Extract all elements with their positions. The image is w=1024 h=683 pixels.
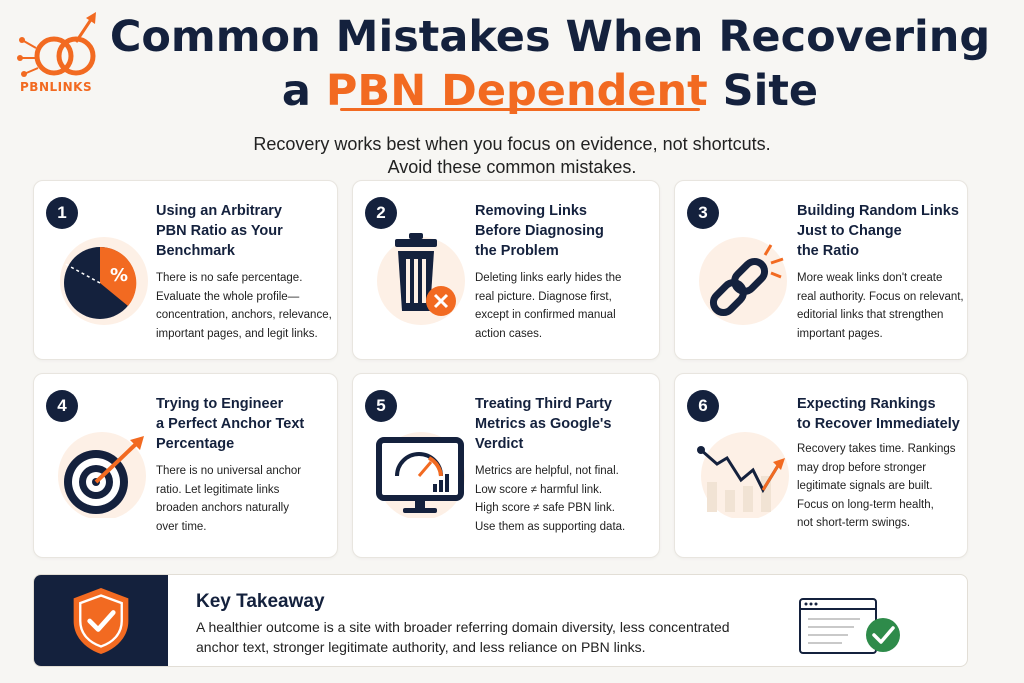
- mistake-card-4: 4 Trying to Engineer a Perfect Anchor Te…: [33, 373, 338, 558]
- pbnlinks-logo-icon: [17, 12, 96, 77]
- card-number: 4: [46, 390, 78, 422]
- takeaway-body-line: A healthier outcome is a site with broad…: [196, 619, 730, 635]
- card-title: Treating Third Party Metrics as Google's…: [475, 394, 660, 454]
- card-title-line: Treating Third Party: [475, 396, 612, 412]
- card-title-line: the Ratio: [797, 243, 860, 259]
- card-title-line: Trying to Engineer: [156, 396, 284, 412]
- title-underline: [340, 108, 700, 111]
- key-takeaway-panel: Key Takeaway A healthier outcome is a si…: [33, 574, 968, 667]
- card-body: Recovery takes time. Rankings may drop b…: [797, 440, 982, 533]
- title-prefix: a: [281, 66, 311, 116]
- browser-check-icon: [799, 598, 900, 654]
- card-title-line: Just to Change: [797, 223, 902, 239]
- card-body-line: More weak links don't create: [797, 272, 943, 284]
- title-suffix: Site: [722, 66, 819, 116]
- card-title: Removing Links Before Diagnosing the Pro…: [475, 201, 660, 261]
- card-title-line: Removing Links: [475, 203, 587, 219]
- card-body-line: Low score ≠ harmful link.: [475, 483, 603, 496]
- card-title: Expecting Rankings to Recover Immediatel…: [797, 394, 982, 434]
- mistake-card-1: 1 % Using an Arbitrary PBN Ratio as Your…: [33, 180, 338, 360]
- card-body-line: important pages.: [797, 327, 883, 340]
- card-body-line: important pages, and legit links.: [156, 327, 318, 340]
- card-title: Building Random Links Just to Change the…: [797, 201, 982, 261]
- card-body-line: Focus on long-term health,: [797, 498, 934, 511]
- mistake-card-6: 6 Expecting Rankings to Recover Immediat…: [674, 373, 968, 558]
- card-title: Using an Arbitrary PBN Ratio as Your Ben…: [156, 201, 341, 261]
- takeaway-sidebar: [34, 575, 168, 666]
- card-body: More weak links don't create real author…: [797, 269, 982, 343]
- card-body-line: editorial links that strengthen: [797, 309, 944, 321]
- card-body-line: High score ≠ safe PBN link.: [475, 502, 615, 514]
- card-body: There is no safe percentage. Evaluate th…: [156, 269, 341, 343]
- card-body: Metrics are helpful, not final. Low scor…: [475, 462, 660, 536]
- card-title-line: Percentage: [156, 436, 235, 452]
- subtitle-line-1: Recovery works best when you focus on ev…: [253, 134, 771, 154]
- card-body-line: broaden anchors naturally: [156, 502, 289, 514]
- card-body-line: action cases.: [475, 327, 543, 340]
- card-body-line: Metrics are helpful, not final.: [475, 465, 619, 477]
- mistake-card-2: 2 Removing Links Before Diagnosing the P…: [352, 180, 660, 360]
- mistake-card-5: 5 Treating Third Party Metrics as Google…: [352, 373, 660, 558]
- title-accent: PBN Dependent: [325, 66, 708, 116]
- logo-text: PBNLINKS: [20, 80, 93, 94]
- shield-check-icon: [73, 588, 129, 654]
- target-icon: [58, 432, 146, 518]
- broken-link-icon: [699, 237, 787, 325]
- card-body-line: concentration, anchors, relevance,: [156, 309, 332, 321]
- trash-icon: [377, 233, 465, 325]
- title-line-1: Common Mistakes When Recovering: [109, 12, 991, 62]
- card-body-line: Deleting links early hides the: [475, 272, 622, 284]
- title-line-2: a PBN Dependent Site: [100, 64, 1000, 118]
- card-number: 2: [365, 197, 397, 229]
- card-number: 3: [687, 197, 719, 229]
- card-body-line: Evaluate the whole profile—: [156, 290, 300, 303]
- card-number: 1: [46, 197, 78, 229]
- card-body-line: ratio. Let legitimate links: [156, 483, 280, 496]
- subtitle: Recovery works best when you focus on ev…: [0, 133, 1024, 179]
- card-title-line: Expecting Rankings: [797, 396, 936, 412]
- card-title-line: Metrics as Google's: [475, 416, 612, 432]
- card-title-line: Verdict: [475, 436, 524, 452]
- card-body-line: real authority. Focus on relevant,: [797, 290, 964, 303]
- card-body-line: There is no safe percentage.: [156, 272, 303, 284]
- trend-chart-icon: [697, 432, 789, 518]
- card-title-line: the Problem: [475, 243, 559, 259]
- takeaway-body: A healthier outcome is a site with broad…: [196, 617, 730, 657]
- card-body-line: real picture. Diagnose first,: [475, 290, 612, 303]
- card-title-line: Building Random Links: [797, 203, 959, 219]
- subtitle-line-2: Avoid these common mistakes.: [387, 157, 637, 177]
- card-number: 6: [687, 390, 719, 422]
- card-title-line: Using an Arbitrary: [156, 203, 282, 219]
- monitor-gauge-icon: [376, 432, 465, 518]
- card-title-line: Before Diagnosing: [475, 223, 604, 239]
- card-body-line: except in confirmed manual: [475, 309, 616, 321]
- card-body-line: may drop before stronger: [797, 461, 927, 474]
- card-body-line: over time.: [156, 520, 207, 533]
- card-body-line: Use them as supporting data.: [475, 520, 626, 533]
- card-title-line: to Recover Immediately: [797, 416, 960, 432]
- takeaway-body-line: anchor text, stronger legitimate authori…: [196, 639, 646, 655]
- page-title: Common Mistakes When Recovering a PBN De…: [100, 10, 1000, 118]
- card-body: There is no universal anchor ratio. Let …: [156, 462, 341, 536]
- card-title-line: Benchmark: [156, 243, 235, 259]
- card-body-line: Recovery takes time. Rankings: [797, 443, 956, 455]
- card-body-line: not short-term swings.: [797, 517, 911, 529]
- card-title-line: a Perfect Anchor Text: [156, 416, 305, 432]
- card-body-line: legitimate signals are built.: [797, 480, 933, 492]
- card-title-line: PBN Ratio as Your: [156, 223, 283, 239]
- card-number: 5: [365, 390, 397, 422]
- mistake-card-3: 3 Building Random Links Just to Change t…: [674, 180, 968, 360]
- svg-text:%: %: [110, 265, 128, 286]
- takeaway-title: Key Takeaway: [196, 591, 325, 612]
- card-body-line: There is no universal anchor: [156, 465, 302, 477]
- pie-chart-icon: %: [59, 237, 148, 325]
- card-title: Trying to Engineer a Perfect Anchor Text…: [156, 394, 341, 454]
- card-body: Deleting links early hides the real pict…: [475, 269, 660, 343]
